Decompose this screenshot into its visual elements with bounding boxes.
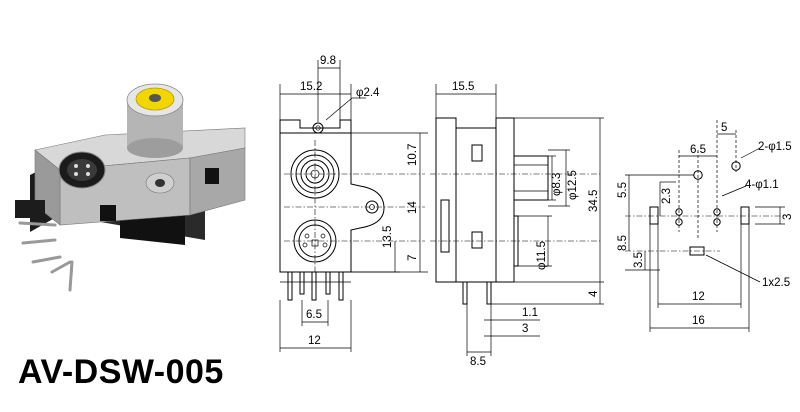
dim-front-10.7: 10.7 xyxy=(407,144,419,166)
dim-pcb-3: 3 xyxy=(782,214,794,220)
dim-side-8.5: 8.5 xyxy=(470,356,486,368)
pcb-layout-view xyxy=(625,120,785,332)
dim-pcb-5.5: 5.5 xyxy=(617,182,629,198)
dim-front-12: 12 xyxy=(308,335,321,347)
dim-pcb-1x2.5: 1x2.5 xyxy=(762,277,790,289)
dim-side-3: 3 xyxy=(522,323,528,335)
dim-front-13.5: 13.5 xyxy=(382,226,394,248)
dim-side-1.1: 1.1 xyxy=(522,307,538,319)
front-view-dimensions: 9.8 15.2 φ2.4 10.7 14 13.5 7 6.5 12 xyxy=(300,55,419,347)
dim-pcb-2-phi1.5: 2-φ1.5 xyxy=(758,141,792,153)
dim-side-phi12.5: φ12.5 xyxy=(567,170,579,200)
dim-side-phi8.3: φ8.3 xyxy=(551,173,563,196)
pcb-layout-dimensions: 5 2-φ1.5 6.5 4-φ1.1 5.5 2.3 3 8.5 3.5 1x… xyxy=(617,122,794,327)
dim-front-15.2: 15.2 xyxy=(300,81,322,93)
dim-front-9.8: 9.8 xyxy=(320,55,336,67)
front-view xyxy=(279,60,428,352)
model-number: AV-DSW-005 xyxy=(18,353,224,391)
product-photo xyxy=(15,83,246,292)
side-view-dimensions: 15.5 φ8.3 φ12.5 34.5 φ11.5 4 1.1 3 8.5 xyxy=(452,81,600,368)
side-view xyxy=(430,84,604,356)
dim-front-phi2.4: φ2.4 xyxy=(356,87,380,99)
dim-pcb-5: 5 xyxy=(721,122,727,134)
dim-pcb-16: 16 xyxy=(692,315,705,327)
dim-pcb-3.5: 3.5 xyxy=(633,252,645,268)
dim-pcb-12: 12 xyxy=(692,291,705,303)
dim-side-phi11.5: φ11.5 xyxy=(536,241,548,270)
dim-front-6.5: 6.5 xyxy=(306,309,322,321)
dim-pcb-6.5: 6.5 xyxy=(690,144,706,156)
dim-side-34.5: 34.5 xyxy=(588,190,600,212)
dim-pcb-2.3: 2.3 xyxy=(661,188,673,204)
dim-front-7: 7 xyxy=(407,255,419,261)
dim-pcb-8.5: 8.5 xyxy=(617,235,629,251)
dim-pcb-4-phi1.1: 4-φ1.1 xyxy=(745,179,779,191)
dim-front-14: 14 xyxy=(407,201,419,214)
dim-side-4: 4 xyxy=(588,290,600,297)
dim-side-15.5: 15.5 xyxy=(452,81,474,93)
